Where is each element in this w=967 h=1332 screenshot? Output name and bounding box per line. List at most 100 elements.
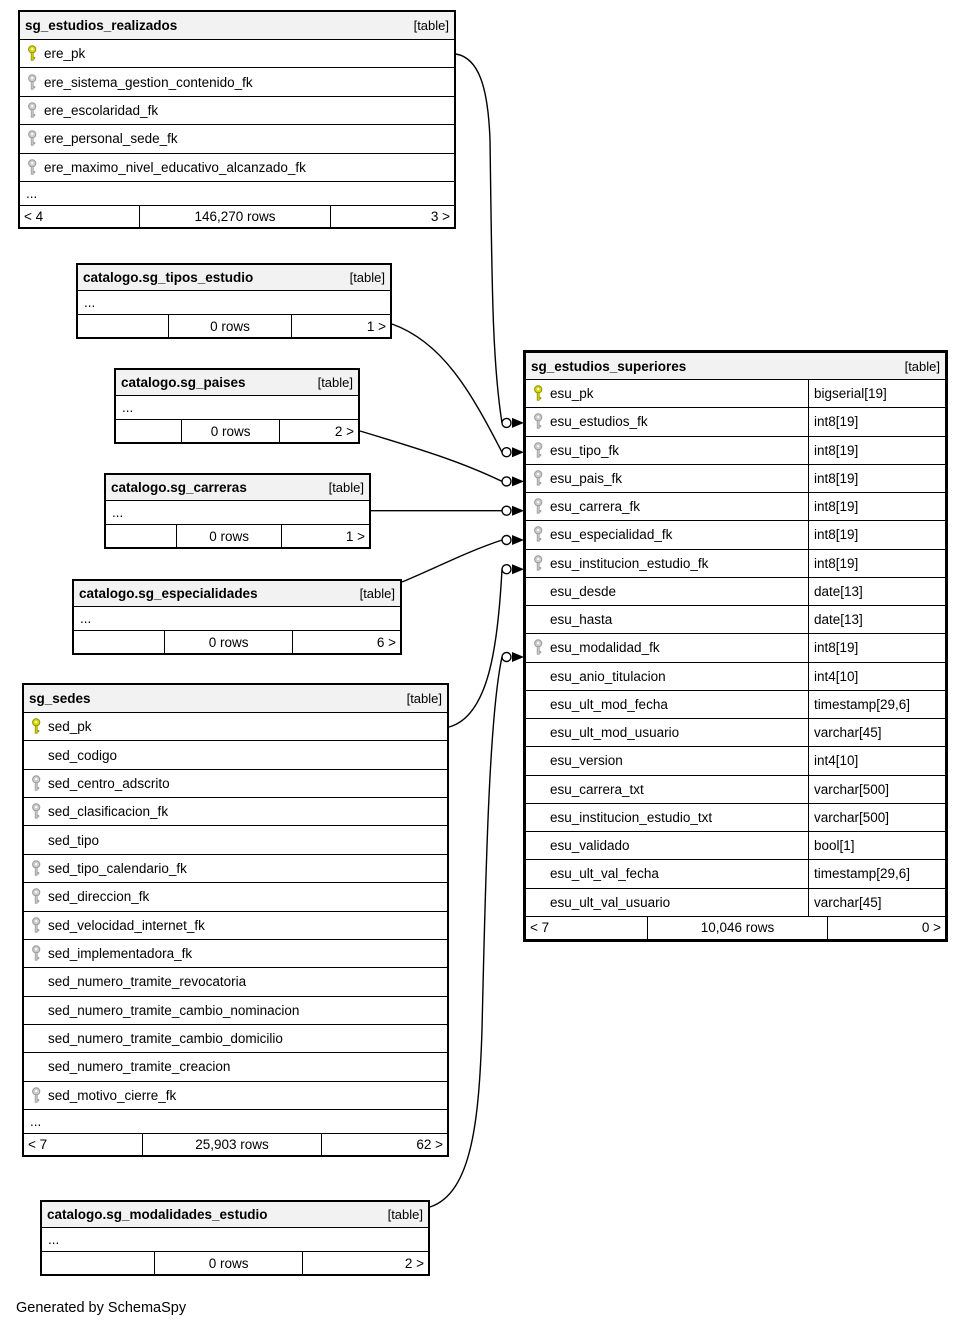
column-type: varchar[500] bbox=[808, 803, 941, 831]
table-header: sg_estudios_realizados [table] bbox=[20, 12, 454, 39]
table-type-label: [table] bbox=[387, 1207, 423, 1222]
column-name: esu_version bbox=[550, 753, 623, 769]
table-name[interactable]: sg_estudios_superiores bbox=[531, 358, 687, 374]
row-count: 0 rows bbox=[153, 1252, 302, 1274]
table-type-label: [table] bbox=[317, 375, 353, 390]
parent-count: < 4 bbox=[24, 208, 44, 224]
table-name[interactable]: catalogo.sg_tipos_estudio bbox=[83, 270, 254, 285]
table-header: catalogo.sg_paises [table] bbox=[116, 370, 358, 395]
parent-count bbox=[116, 420, 181, 442]
foreign-key-icon bbox=[530, 441, 550, 459]
generated-by-note: Generated by SchemaSpy bbox=[16, 1300, 187, 1316]
table-type-label: [table] bbox=[349, 270, 385, 285]
column-row-esu_institucion_estudio_fk: esu_institucion_estudio_fk int8[19] bbox=[526, 548, 945, 577]
parent-count bbox=[74, 631, 164, 653]
column-name: ere_sistema_gestion_contenido_fk bbox=[44, 74, 253, 90]
column-row-ere_pk: ere_pk bbox=[20, 39, 454, 68]
primary-key-icon bbox=[28, 718, 48, 735]
column-name: sed_numero_tramite_creacion bbox=[48, 1059, 231, 1075]
column-type: int8[19] bbox=[808, 493, 941, 521]
foreign-key-icon bbox=[530, 413, 550, 430]
column-row-sed_motivo_cierre_fk: sed_motivo_cierre_fk bbox=[24, 1080, 447, 1110]
table-name[interactable]: catalogo.sg_modalidades_estudio bbox=[47, 1207, 268, 1222]
table-name[interactable]: sg_sedes bbox=[29, 691, 91, 706]
parent-count bbox=[78, 315, 168, 337]
ellipsis-row: ... bbox=[74, 606, 400, 630]
column-name: esu_institucion_estudio_txt bbox=[550, 809, 713, 825]
child-count: 1 > bbox=[281, 525, 369, 547]
table-name[interactable]: catalogo.sg_paises bbox=[121, 375, 246, 390]
column-type: int8[19] bbox=[808, 549, 941, 577]
foreign-key-icon bbox=[530, 470, 550, 487]
table-name[interactable]: catalogo.sg_especialidades bbox=[79, 586, 258, 601]
table-name[interactable]: sg_estudios_realizados bbox=[25, 18, 178, 33]
table-header: catalogo.sg_tipos_estudio [table] bbox=[78, 265, 390, 290]
column-name: ere_pk bbox=[44, 46, 86, 62]
cardinality-circle bbox=[501, 447, 512, 458]
relationship-catalogo.sg_paises-to-esu_pais_fk bbox=[359, 430, 524, 487]
child-count: 1 > bbox=[291, 315, 390, 337]
column-row-sed_direccion_fk: sed_direccion_fk bbox=[24, 882, 447, 911]
table-type-label: [table] bbox=[413, 18, 449, 33]
table-name[interactable]: catalogo.sg_carreras bbox=[111, 480, 247, 495]
column-name: esu_carrera_fk bbox=[550, 499, 641, 515]
column-type: bigserial[19] bbox=[808, 380, 941, 408]
row-count: 0 rows bbox=[167, 315, 291, 337]
column-name: esu_estudios_fk bbox=[550, 414, 648, 430]
parent-count bbox=[106, 525, 176, 547]
column-row-sed_velocidad_internet_fk: sed_velocidad_internet_fk bbox=[24, 910, 447, 939]
column-name: ere_personal_sede_fk bbox=[44, 131, 178, 147]
foreign-key-icon bbox=[28, 916, 48, 934]
column-name: esu_validado bbox=[550, 838, 630, 854]
relationship-catalogo.sg_tipos_estudio-to-esu_tipo_fk bbox=[391, 323, 524, 458]
column-type: timestamp[29,6] bbox=[808, 860, 941, 888]
cardinality-circle bbox=[501, 417, 512, 429]
column-type: varchar[500] bbox=[808, 775, 941, 803]
foreign-key-icon bbox=[24, 102, 44, 119]
column-type: int4[10] bbox=[808, 747, 941, 775]
cardinality-circle bbox=[501, 651, 512, 663]
foreign-key-icon bbox=[530, 554, 550, 572]
table-header: sg_estudios_superiores[table] bbox=[526, 353, 945, 379]
column-name: esu_institucion_estudio_fk bbox=[550, 555, 709, 571]
parent-count: < 7 bbox=[530, 920, 550, 936]
foreign-key-icon bbox=[28, 860, 48, 877]
child-count: 2 > bbox=[279, 420, 358, 442]
column-row-sed_clasificacion_fk: sed_clasificacion_fk bbox=[24, 797, 447, 826]
row-count: 25,903 rows bbox=[141, 1134, 321, 1156]
foreign-key-icon bbox=[24, 159, 44, 176]
ellipsis-row: ... bbox=[106, 500, 369, 524]
column-name: sed_direccion_fk bbox=[48, 889, 150, 905]
column-row-ere_maximo_nivel_educativo_alcanzado_fk: ere_maximo_nivel_educativo_alcanzado_fk bbox=[20, 152, 454, 181]
cardinality-circle bbox=[501, 505, 512, 516]
table-catalogo.sg_especialidades: catalogo.sg_especialidades[table]...0 ro… bbox=[72, 579, 402, 655]
column-row-sed_implementadora_fk: sed_implementadora_fk bbox=[24, 938, 447, 968]
foreign-key-icon bbox=[530, 639, 550, 656]
column-row-sed_codigo: sed_codigo bbox=[24, 740, 447, 769]
column-name: sed_numero_tramite_revocatoria bbox=[48, 974, 247, 990]
column-row-sed_pk: sed_pk bbox=[24, 712, 447, 741]
column-row-sed_numero_tramite_revocatoria: sed_numero_tramite_revocatoria bbox=[24, 967, 447, 996]
column-name: sed_motivo_cierre_fk bbox=[48, 1087, 177, 1103]
column-type: date[13] bbox=[808, 577, 941, 605]
column-name: sed_pk bbox=[48, 719, 92, 735]
ellipsis-row: ... bbox=[20, 180, 454, 205]
column-name: sed_clasificacion_fk bbox=[48, 804, 169, 820]
column-name: sed_codigo bbox=[48, 747, 118, 763]
column-type: date[13] bbox=[808, 606, 941, 634]
primary-key-icon bbox=[24, 45, 44, 62]
foreign-key-icon bbox=[28, 888, 48, 905]
relationship-sg_estudios_realizados-to-esu_estudios_fk bbox=[455, 53, 524, 429]
